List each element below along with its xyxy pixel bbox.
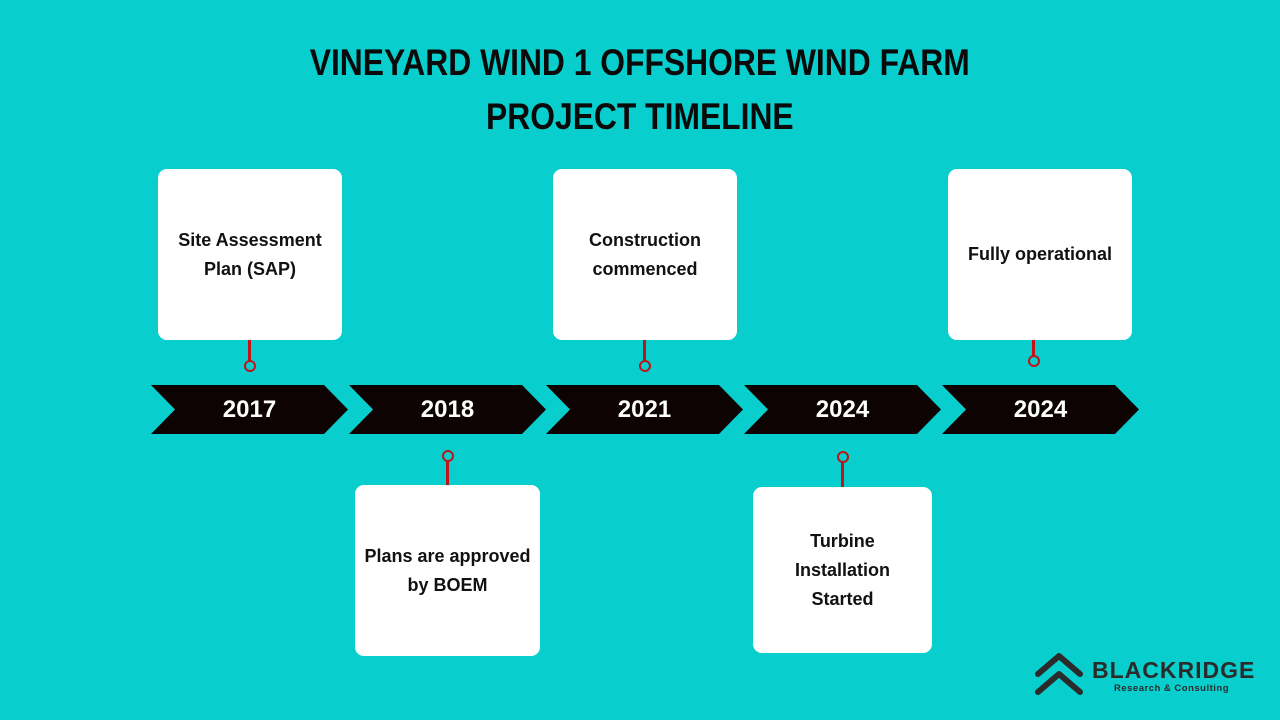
year-label: 2021 <box>617 395 672 423</box>
event-text: Plans are approved by BOEM <box>364 545 531 595</box>
year-arrow-2021: 2021 <box>546 385 743 434</box>
event-card-2017: Site Assessment Plan (SAP) <box>158 169 342 340</box>
year-arrow-2024-a: 2024 <box>744 385 941 434</box>
blackridge-logo: BLACKRIDGE Research & Consulting <box>1034 652 1254 698</box>
chevron-arrow-shape <box>942 385 1139 434</box>
event-text: Turbine Installation Started <box>794 530 890 609</box>
double-chevron-up-icon <box>1035 653 1083 695</box>
connector-line <box>1032 340 1035 357</box>
connector-dot <box>442 450 454 462</box>
chevron-arrow-shape <box>546 385 743 434</box>
connector-line <box>446 460 449 485</box>
title-line-1: VINEYARD WIND 1 OFFSHORE WIND FARM <box>309 42 970 83</box>
event-card-2018: Plans are approved by BOEM <box>355 485 540 656</box>
event-text: Fully operational <box>967 244 1113 264</box>
chevron-arrow-shape <box>744 385 941 434</box>
year-label: 2024 <box>815 395 870 423</box>
year-arrow-2024-b: 2024 <box>942 385 1139 434</box>
year-arrow-2018: 2018 <box>349 385 546 434</box>
connector-dot <box>837 451 849 463</box>
year-label: 2024 <box>1013 395 1068 423</box>
event-text: Construction commenced <box>589 229 701 279</box>
event-card-2021: Construction commenced <box>553 169 737 340</box>
event-card-2024-operational: Fully operational <box>948 169 1132 340</box>
year-label: 2018 <box>420 395 475 423</box>
year-arrow-2017: 2017 <box>151 385 348 434</box>
logo-tagline: Research & Consulting <box>1114 683 1230 694</box>
logo-brand: BLACKRIDGE <box>1092 657 1256 683</box>
connector-dot <box>1028 355 1040 367</box>
connector-line <box>643 340 646 362</box>
connector-dot <box>639 360 651 372</box>
connector-line <box>841 460 844 487</box>
chevron-arrow-shape <box>151 385 348 434</box>
connector-line <box>248 340 251 362</box>
event-card-2024-turbine: Turbine Installation Started <box>753 487 932 653</box>
connector-dot <box>244 360 256 372</box>
title-line-2: PROJECT TIMELINE <box>486 96 794 137</box>
chevron-arrow-shape <box>349 385 546 434</box>
event-text: Site Assessment Plan (SAP) <box>178 229 322 279</box>
year-label: 2017 <box>222 395 277 423</box>
